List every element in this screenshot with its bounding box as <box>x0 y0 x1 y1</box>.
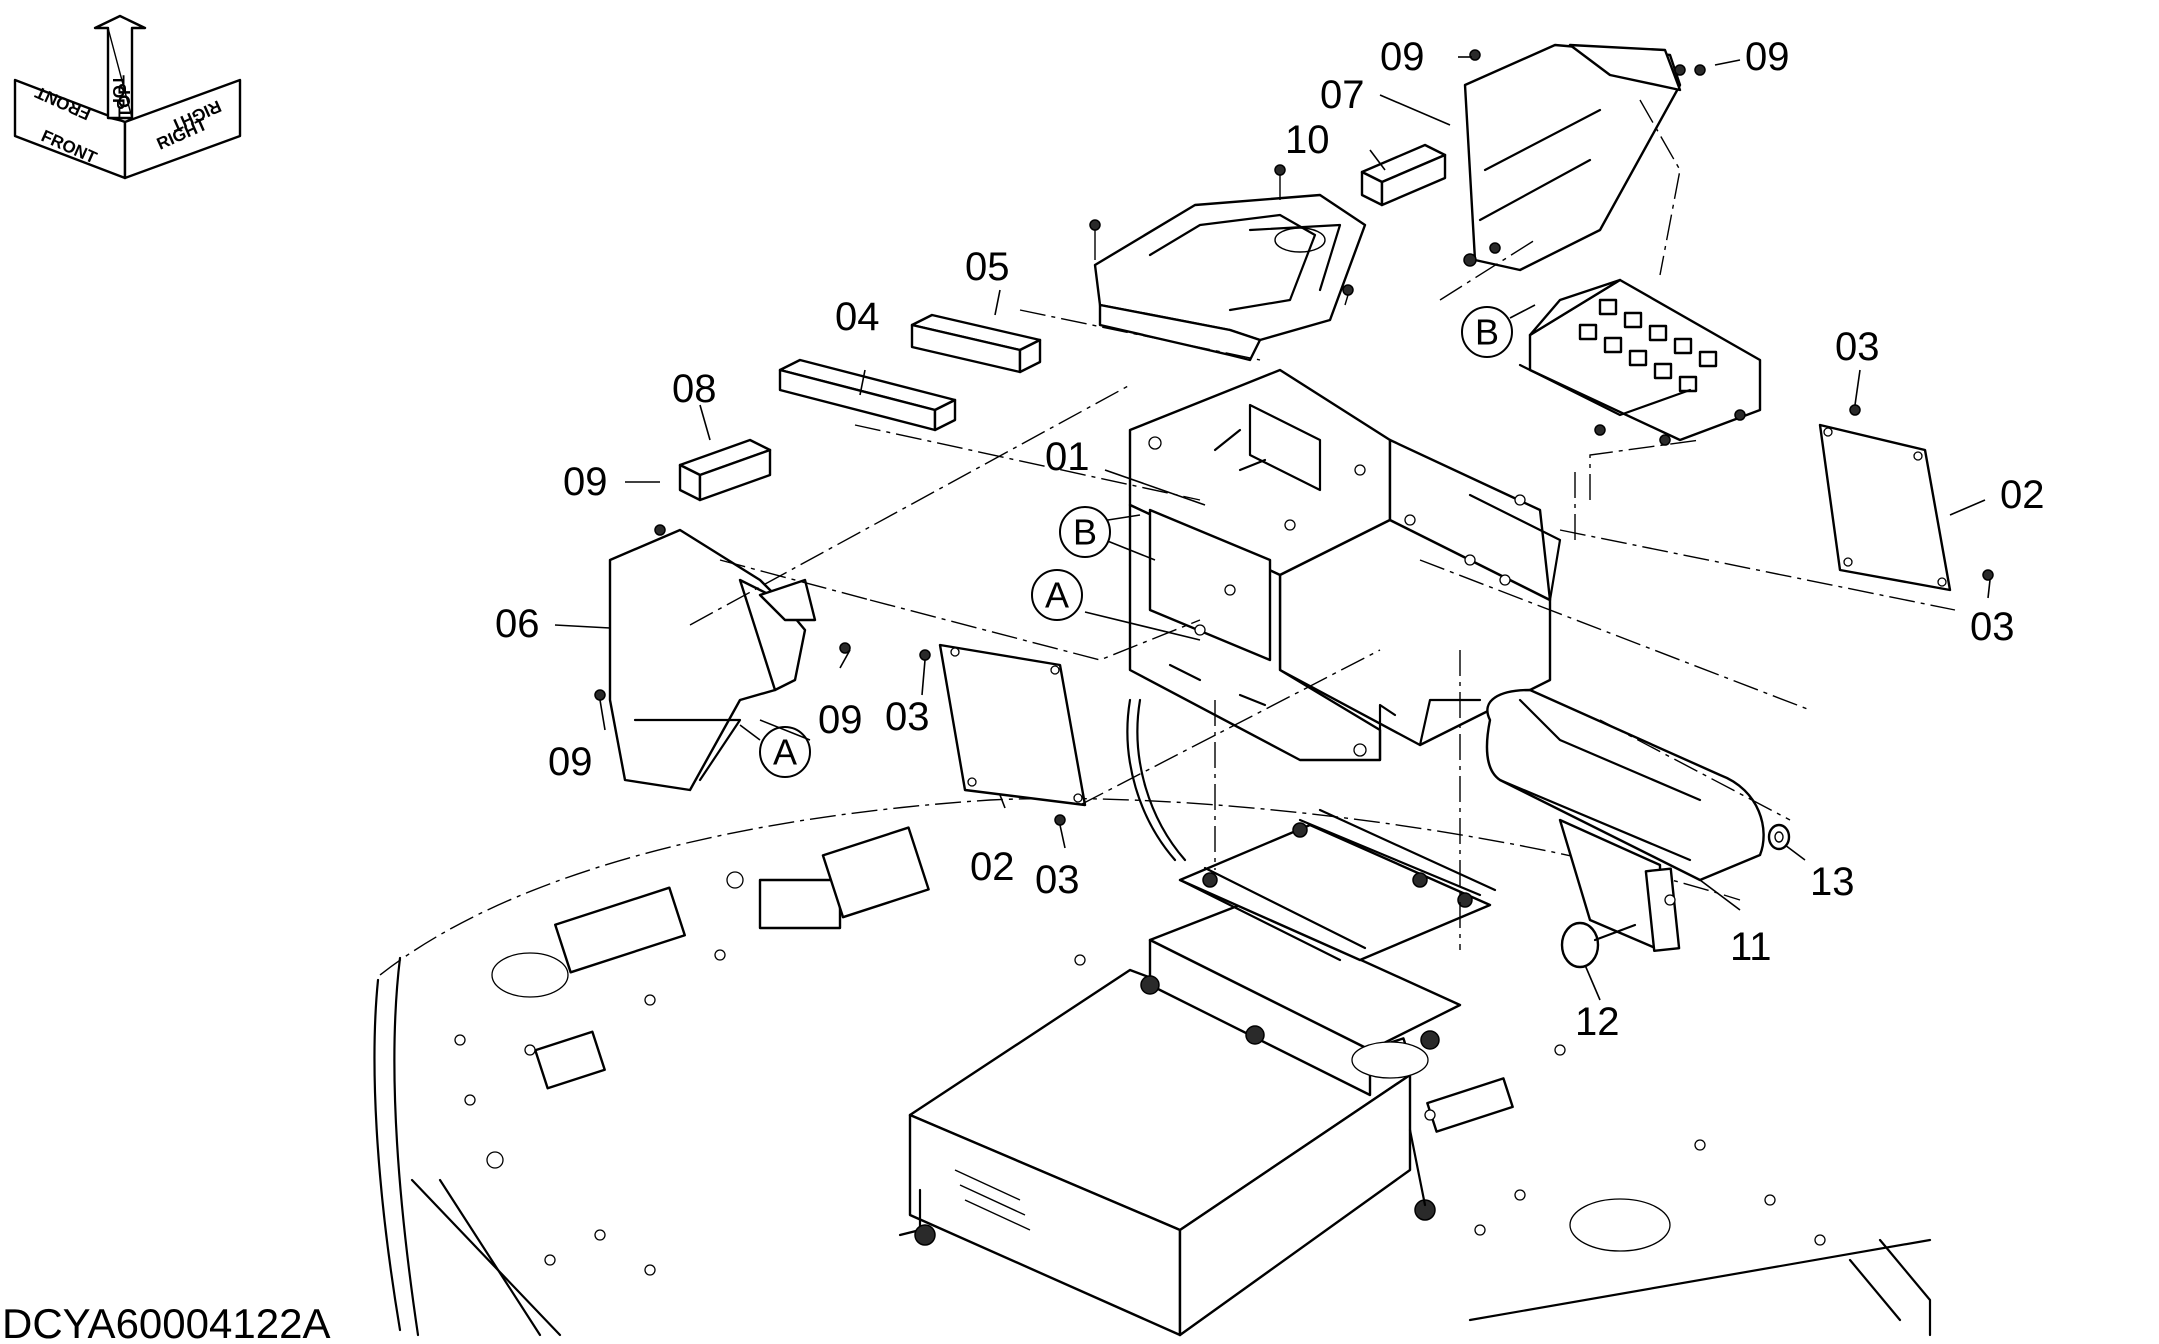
callout-09-left-bottom: 09 <box>548 740 593 784</box>
armrest-11 <box>1485 688 1765 953</box>
screws <box>594 49 1994 826</box>
assembly-lines <box>689 99 1956 950</box>
callout-labels: 01 02 02 03 03 03 03 04 05 06 07 08 09 0… <box>495 35 2045 1044</box>
foam-block-05 <box>910 313 1042 374</box>
callout-03-right-bottom: 03 <box>1970 605 2015 649</box>
callout-03-left-bottom: 03 <box>1035 858 1080 902</box>
marker-b-right: B <box>1461 306 1513 358</box>
washer-13 <box>1767 823 1791 851</box>
marker-a-top: A <box>1031 569 1083 621</box>
callout-02-right: 02 <box>2000 473 2045 517</box>
cover-plate-02-left <box>938 643 1087 807</box>
console-frame <box>1128 368 1562 762</box>
foam-block-08 <box>678 438 772 502</box>
callout-12: 12 <box>1575 1000 1620 1044</box>
upper-console-housing <box>1089 164 1367 362</box>
callout-09-top-right: 09 <box>1745 35 1790 79</box>
callout-10: 10 <box>1285 118 1330 162</box>
side-cover-06 <box>608 524 851 792</box>
foam-block-04 <box>778 358 957 432</box>
callout-05: 05 <box>965 245 1010 289</box>
marker-a-bottom-label: A <box>773 732 797 773</box>
marker-a-bottom: A <box>759 726 811 778</box>
callout-09-top-center: 09 <box>1380 35 1425 79</box>
callout-08: 08 <box>672 367 717 411</box>
orientation-icon: FRONT FRONT TOP TOP RIGHT RIGHT <box>13 14 242 180</box>
callout-06: 06 <box>495 602 540 646</box>
seat-slide-rails <box>1126 698 1497 962</box>
cover-panel-07 <box>1463 43 1686 272</box>
switch-grid <box>1578 298 1718 393</box>
marker-a-top-label: A <box>1045 575 1069 616</box>
leader-lines <box>554 56 1991 1001</box>
foam-block-10 <box>1360 143 1447 207</box>
callout-01: 01 <box>1045 435 1090 479</box>
knob-12 <box>1560 921 1637 969</box>
callout-04: 04 <box>835 295 880 339</box>
callout-03-right-top: 03 <box>1835 325 1880 369</box>
reference-markers: A A B B <box>759 304 1536 778</box>
seat-stand <box>898 903 1462 1337</box>
marker-b-left-label: B <box>1073 512 1097 553</box>
callout-03-left-top: 03 <box>885 695 930 739</box>
callout-11: 11 <box>1730 925 1772 969</box>
callout-09-left-top: 09 <box>563 460 608 504</box>
orientation-top-label: TOP <box>109 75 128 110</box>
callout-13: 13 <box>1810 860 1855 904</box>
switch-panel <box>1518 278 1762 446</box>
callout-07: 07 <box>1320 73 1365 117</box>
cover-plate-02-right <box>1818 423 1952 592</box>
marker-b-left: B <box>1059 506 1111 558</box>
document-id: DCYA60004122A <box>2 1300 330 1344</box>
orientation-top-label-mirror: TOP <box>115 83 134 118</box>
marker-b-right-label: B <box>1475 312 1499 353</box>
callout-02-left: 02 <box>970 845 1015 889</box>
callout-09-left-mid: 09 <box>818 698 863 742</box>
